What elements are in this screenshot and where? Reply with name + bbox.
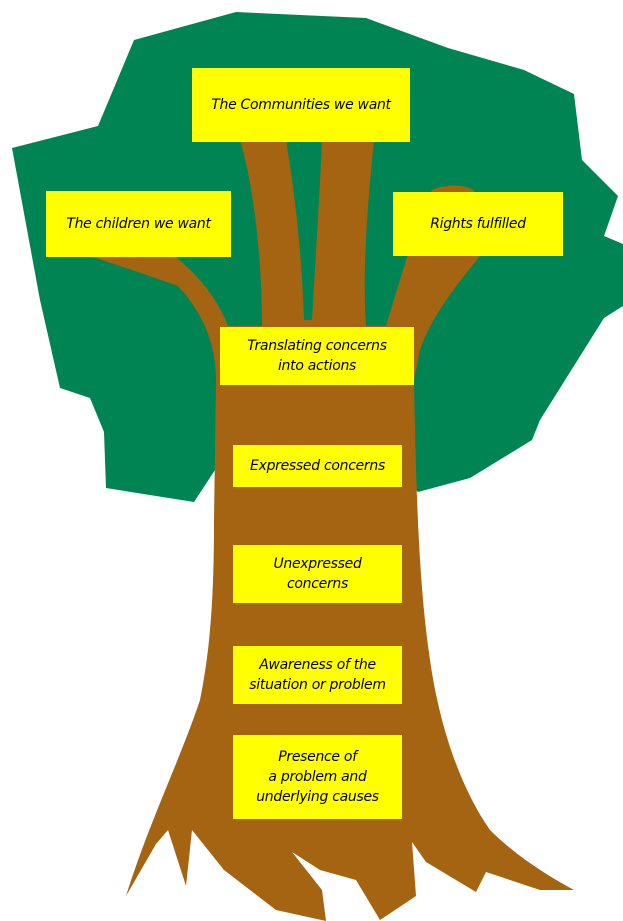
label-communities-we-want: The Communities we want [192,68,410,142]
label-unexpressed-concerns: Unexpressed concerns [233,545,402,603]
label-children-we-want: The children we want [46,191,231,257]
label-translating-concerns-text: Translating concerns into actions [247,338,387,374]
label-rights-fulfilled-text: Rights fulfilled [430,216,526,232]
label-presence-of-problem: Presence of a problem and underlying cau… [233,735,402,819]
label-awareness-of-situation-text: Awareness of the situation or problem [249,657,386,693]
label-expressed-concerns-text: Expressed concerns [250,458,385,474]
label-rights-fulfilled: Rights fulfilled [393,192,563,256]
tree-trunk [90,140,574,921]
label-communities-we-want-text: The Communities we want [211,97,391,113]
label-children-we-want-text: The children we want [66,216,211,232]
label-awareness-of-situation: Awareness of the situation or problem [233,646,402,704]
label-expressed-concerns: Expressed concerns [233,445,402,487]
label-unexpressed-concerns-text: Unexpressed concerns [273,556,362,592]
label-presence-of-problem-text: Presence of a problem and underlying cau… [256,749,379,805]
label-translating-concerns: Translating concerns into actions [220,327,414,385]
